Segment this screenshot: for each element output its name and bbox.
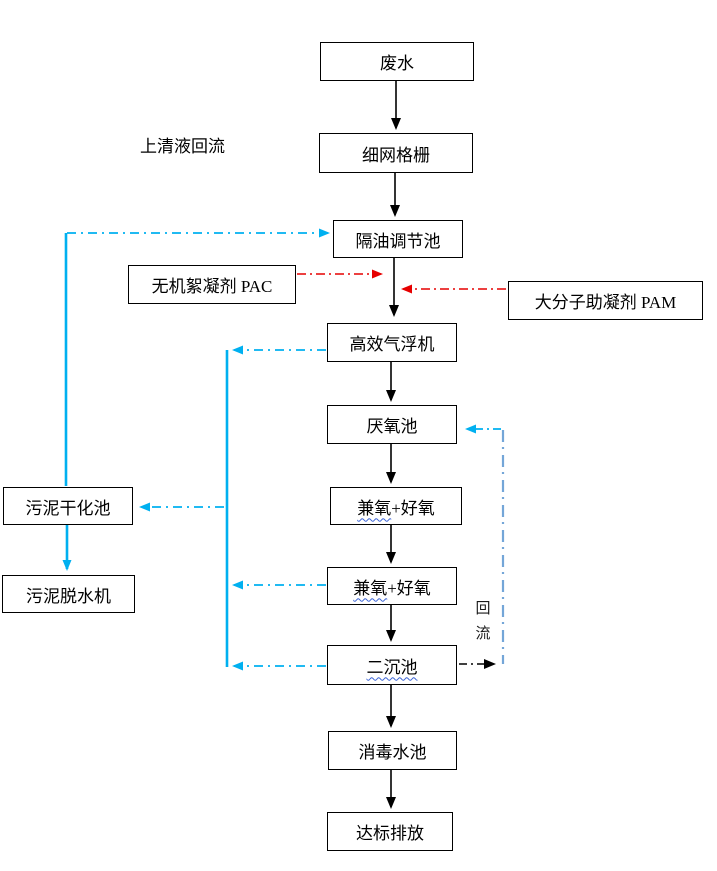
node-facultative-aerobic-1-label-rest: +好氧 [391, 498, 435, 518]
node-standard-discharge-label: 达标排放 [356, 824, 424, 843]
node-sludge-drying-tank-label: 污泥干化池 [25, 498, 111, 518]
node-anaerobic-tank: 厌氧池 [327, 405, 457, 444]
node-sludge-drying-tank: 污泥干化池 [3, 487, 133, 525]
label-reflux-top: 回 [475, 601, 491, 617]
node-pam-dosing: 大分子助凝剂 PAM [508, 281, 703, 320]
node-sludge-dewatering-machine: 污泥脱水机 [2, 575, 135, 613]
node-wastewater: 废水 [320, 42, 474, 81]
label-supernatant-return: 上清液回流 [140, 137, 225, 156]
node-pam-dosing-label: 大分子助凝剂 PAM [534, 293, 677, 312]
node-disinfection-tank-label: 消毒水池 [358, 743, 427, 762]
node-facultative-aerobic-1: 兼氧+好氧 [330, 487, 462, 525]
node-facultative-aerobic-1-label-wavy: 兼氧 [357, 498, 392, 518]
node-anaerobic-tank-label: 厌氧池 [366, 417, 418, 436]
node-oil-separation-tank: 隔油调节池 [333, 220, 463, 258]
node-disinfection-tank: 消毒水池 [328, 731, 457, 770]
node-wastewater-label: 废水 [380, 54, 414, 73]
node-facultative-aerobic-2: 兼氧+好氧 [327, 567, 457, 605]
node-fine-screen: 细网格栅 [319, 133, 473, 173]
node-facultative-aerobic-2-label-rest: +好氧 [387, 578, 431, 598]
node-secondary-sedimentation-label: 二沉池 [366, 657, 418, 677]
node-fine-screen-label: 细网格栅 [362, 145, 430, 165]
node-oil-separation-tank-label: 隔油调节池 [355, 231, 441, 251]
node-pac-dosing: 无机絮凝剂 PAC [128, 265, 296, 304]
node-air-flotation-label: 高效气浮机 [349, 335, 435, 354]
label-reflux: 回 流 [468, 597, 498, 647]
node-air-flotation: 高效气浮机 [327, 323, 457, 362]
node-secondary-sedimentation: 二沉池 [327, 645, 457, 685]
node-sludge-dewatering-machine-label: 污泥脱水机 [26, 586, 111, 606]
node-facultative-aerobic-2-label-wavy: 兼氧 [353, 578, 388, 598]
label-reflux-bottom: 流 [475, 626, 491, 642]
node-standard-discharge: 达标排放 [327, 812, 453, 851]
node-pac-dosing-label: 无机絮凝剂 PAC [151, 277, 273, 296]
